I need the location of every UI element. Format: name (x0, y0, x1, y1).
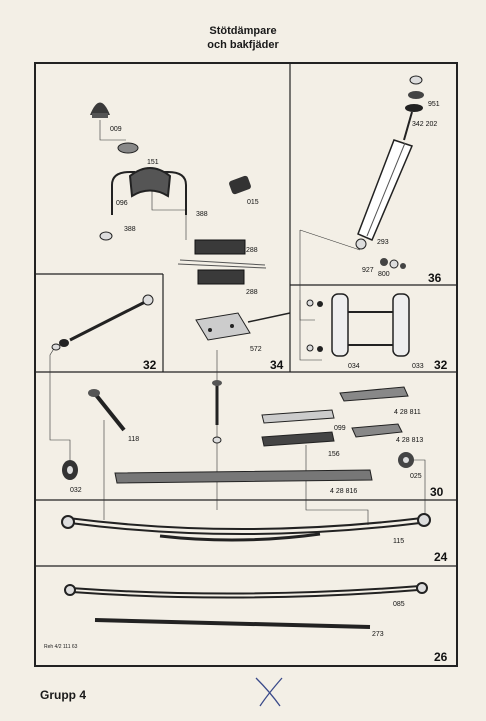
page-title-line1: Stötdämpare (209, 25, 277, 37)
plate-151 (117, 142, 139, 154)
part-151: 151 (147, 159, 159, 166)
part-428811: 4 28 811 (394, 409, 421, 416)
part-118: 118 (128, 436, 139, 443)
part-034: 034 (348, 363, 360, 370)
section-30: 30 (430, 485, 444, 499)
part-951: 951 (428, 101, 440, 108)
part-156: 156 (328, 451, 340, 458)
part-293: 293 (377, 239, 389, 246)
leader-lines (49, 120, 426, 525)
part-428813: 4 28 813 (396, 437, 423, 444)
section-32-right: 32 (434, 358, 448, 372)
part-032: 032 (70, 487, 82, 494)
part-025: 025 (410, 473, 422, 480)
part-288-lower: 288 (246, 289, 258, 296)
rubber-buffer-009 (90, 102, 110, 118)
part-015: 015 (247, 199, 259, 206)
spring-bolt (51, 294, 154, 351)
section-32-left: 32 (143, 358, 157, 372)
shock-absorber (355, 75, 424, 269)
diagram-frame (34, 62, 458, 667)
rubber-block-015 (229, 175, 251, 195)
part-033: 033 (412, 363, 424, 370)
section-26: 26 (434, 650, 448, 664)
part-085: 085 (393, 601, 405, 608)
section-36: 36 (428, 271, 442, 285)
spring-clamp-096 (111, 167, 187, 215)
spring-plate-572 (195, 312, 291, 341)
bolt-118 (88, 389, 126, 432)
assembled-leaf-spring-24 (61, 513, 431, 542)
part-572: 572 (250, 346, 262, 353)
part-342202: 342 202 (412, 121, 437, 128)
spring-leaves-30 (114, 386, 409, 484)
nut-388 (99, 231, 113, 241)
part-273: 273 (372, 631, 384, 638)
spring-shackle (306, 293, 410, 357)
part-009: 009 (110, 126, 122, 133)
part-288-upper: 288 (246, 247, 258, 254)
section-24: 24 (434, 550, 448, 564)
main-leaf-26 (64, 582, 428, 629)
part-388-ubolt: 388 (196, 211, 208, 218)
part-115: 115 (393, 538, 404, 545)
group-label: Grupp 4 (40, 688, 87, 702)
page-title-line2: och bakfjäder (207, 39, 279, 51)
part-099: 099 (334, 425, 346, 432)
part-800: 800 (378, 271, 390, 278)
section-dividers (35, 63, 457, 567)
part-428816: 4 28 816 (330, 488, 357, 495)
part-096: 096 (116, 200, 128, 207)
section-34: 34 (270, 358, 284, 372)
bushing-032 (62, 460, 78, 480)
part-927: 927 (362, 267, 374, 274)
part-388-nut: 388 (124, 226, 136, 233)
center-bolt (212, 380, 222, 444)
handwritten-x-mark (255, 677, 283, 707)
reference-code: Reh 4/2 111 63 (44, 644, 78, 650)
spring-pads-288 (177, 239, 267, 285)
bushing-025 (398, 452, 414, 468)
